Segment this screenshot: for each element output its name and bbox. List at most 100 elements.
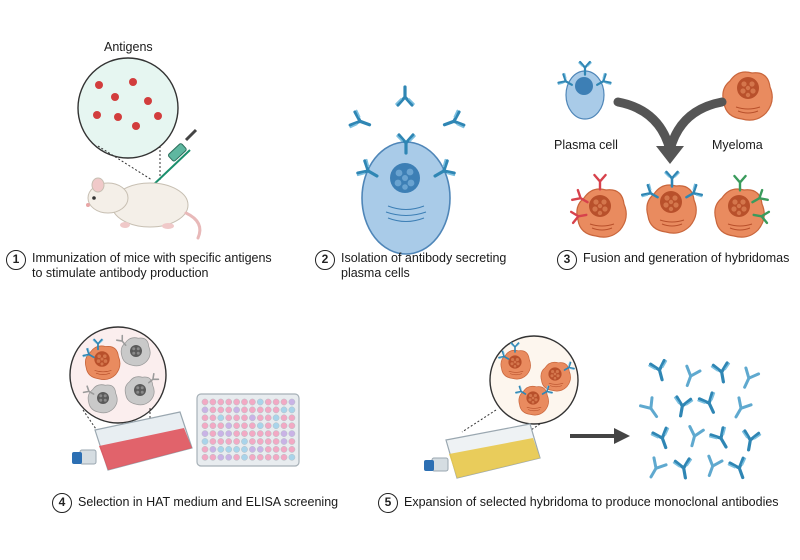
elisa-well xyxy=(256,453,264,461)
elisa-well xyxy=(256,430,264,437)
step-5-number: 5 xyxy=(378,493,398,513)
elisa-well xyxy=(256,414,264,422)
elisa-well xyxy=(288,430,296,437)
step-4-number: 4 xyxy=(52,493,72,513)
elisa-well xyxy=(209,414,217,422)
elisa-well xyxy=(249,430,256,437)
elisa-well xyxy=(225,430,233,437)
elisa-well xyxy=(217,446,225,453)
elisa-well xyxy=(225,422,233,430)
elisa-well xyxy=(272,422,280,430)
plasma-cell-small xyxy=(556,60,613,120)
elisa-well xyxy=(217,406,225,414)
elisa-well xyxy=(288,422,296,430)
elisa-well xyxy=(264,446,272,453)
elisa-well xyxy=(249,406,256,414)
elisa-well xyxy=(233,398,240,406)
elisa-well xyxy=(233,453,240,461)
step-1-text: Immunization of mice with specific antig… xyxy=(32,251,272,280)
elisa-well xyxy=(201,446,209,453)
step-3-number: 3 xyxy=(557,250,577,270)
elisa-well xyxy=(264,414,272,422)
elisa-well xyxy=(264,422,272,430)
elisa-well xyxy=(209,438,217,445)
step-3-text: Fusion and generation of hybridomas xyxy=(583,251,790,265)
free-antibodies-panel2 xyxy=(347,85,467,135)
elisa-well xyxy=(272,430,280,437)
flask-expansion xyxy=(424,423,541,479)
elisa-well xyxy=(209,430,217,437)
hybridoma-green xyxy=(714,174,771,238)
step-2-text: Isolation of antibody secreting plasma c… xyxy=(341,251,507,280)
elisa-well xyxy=(249,446,256,453)
elisa-well xyxy=(272,398,280,406)
elisa-well xyxy=(272,406,280,414)
elisa-well xyxy=(217,453,225,461)
elisa-well xyxy=(272,453,280,461)
elisa-well xyxy=(249,398,256,406)
elisa-well xyxy=(201,438,209,445)
elisa-well xyxy=(233,406,240,414)
elisa-well xyxy=(249,422,256,430)
elisa-plate xyxy=(196,393,300,467)
mouse xyxy=(86,177,202,240)
elisa-well xyxy=(225,414,233,422)
elisa-well xyxy=(264,406,272,414)
elisa-well xyxy=(264,398,272,406)
hybridoma-red xyxy=(569,173,627,238)
elisa-well xyxy=(217,430,225,437)
elisa-well xyxy=(272,446,280,453)
step-4-text: Selection in HAT medium and ELISA screen… xyxy=(78,495,339,509)
elisa-well xyxy=(249,438,256,445)
elisa-well xyxy=(280,446,288,453)
elisa-well xyxy=(241,446,248,453)
elisa-well xyxy=(217,422,225,430)
elisa-well xyxy=(201,430,209,437)
syringe xyxy=(149,128,198,189)
elisa-well xyxy=(217,398,225,406)
elisa-well xyxy=(288,414,296,422)
fusion-arrow xyxy=(613,97,727,164)
elisa-well xyxy=(256,438,264,445)
elisa-well xyxy=(264,430,272,437)
elisa-well xyxy=(280,430,288,437)
step-5-text: Expansion of selected hybridoma to produ… xyxy=(404,495,779,509)
elisa-well xyxy=(280,422,288,430)
elisa-well xyxy=(233,422,240,430)
expansion-zoom-circle xyxy=(489,335,579,425)
elisa-well xyxy=(264,438,272,445)
elisa-well xyxy=(241,398,248,406)
hybridoma-blue xyxy=(640,170,704,234)
elisa-well xyxy=(280,414,288,422)
flask-hat-medium xyxy=(72,411,193,471)
elisa-well xyxy=(256,398,264,406)
elisa-well xyxy=(288,453,296,461)
elisa-well xyxy=(233,430,240,437)
elisa-well xyxy=(249,414,256,422)
elisa-well xyxy=(280,453,288,461)
elisa-well xyxy=(225,438,233,445)
elisa-well xyxy=(288,446,296,453)
elisa-well xyxy=(209,446,217,453)
elisa-well xyxy=(201,414,209,422)
antigen-zoom-circle xyxy=(77,57,179,159)
monoclonal-antibodies xyxy=(639,358,763,483)
elisa-well xyxy=(280,398,288,406)
elisa-well xyxy=(201,406,209,414)
antigens-label: Antigens xyxy=(104,40,153,54)
plasma-cell-label: Plasma cell xyxy=(554,138,618,152)
elisa-well xyxy=(233,414,240,422)
hat-zoom-circle xyxy=(69,326,167,424)
elisa-well xyxy=(288,398,296,406)
elisa-well xyxy=(225,398,233,406)
elisa-well xyxy=(256,446,264,453)
elisa-well xyxy=(256,422,264,430)
elisa-well xyxy=(225,453,233,461)
expansion-arrow xyxy=(570,428,630,444)
elisa-well xyxy=(241,414,248,422)
elisa-well xyxy=(209,398,217,406)
elisa-well xyxy=(241,438,248,445)
plasma-cell-large xyxy=(355,133,457,255)
elisa-well xyxy=(225,446,233,453)
